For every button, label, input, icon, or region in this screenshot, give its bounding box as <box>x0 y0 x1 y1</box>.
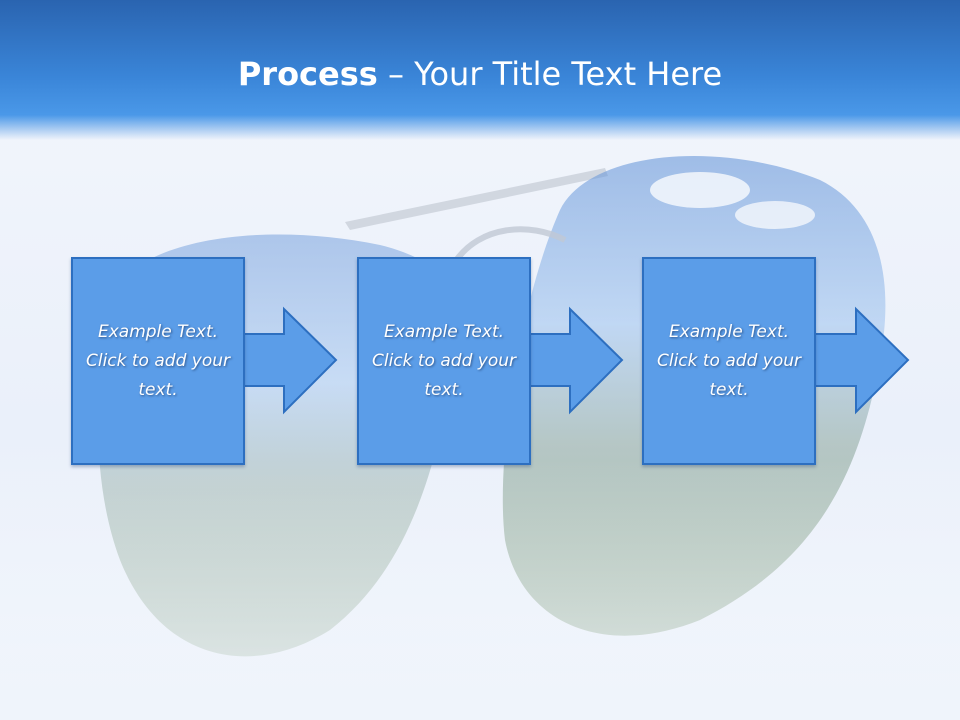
process-step-1[interactable]: Example Text. Click to add your text. <box>71 257 245 465</box>
title-bold-part: Process <box>237 55 378 93</box>
title-rest-part: – Your Title Text Here <box>377 55 723 93</box>
header-band <box>0 0 960 140</box>
slide-title[interactable]: Process – Your Title Text Here <box>0 52 960 96</box>
arrow-icon <box>527 306 624 415</box>
process-step-3[interactable]: Example Text. Click to add your text. <box>642 257 816 465</box>
process-step-2[interactable]: Example Text. Click to add your text. <box>357 257 531 465</box>
process-step-text: Example Text. Click to add your text. <box>371 321 516 400</box>
process-step-text: Example Text. Click to add your text. <box>85 321 230 400</box>
arrow-icon <box>813 306 910 415</box>
process-step-text: Example Text. Click to add your text. <box>656 321 801 400</box>
arrow-icon <box>241 306 338 415</box>
